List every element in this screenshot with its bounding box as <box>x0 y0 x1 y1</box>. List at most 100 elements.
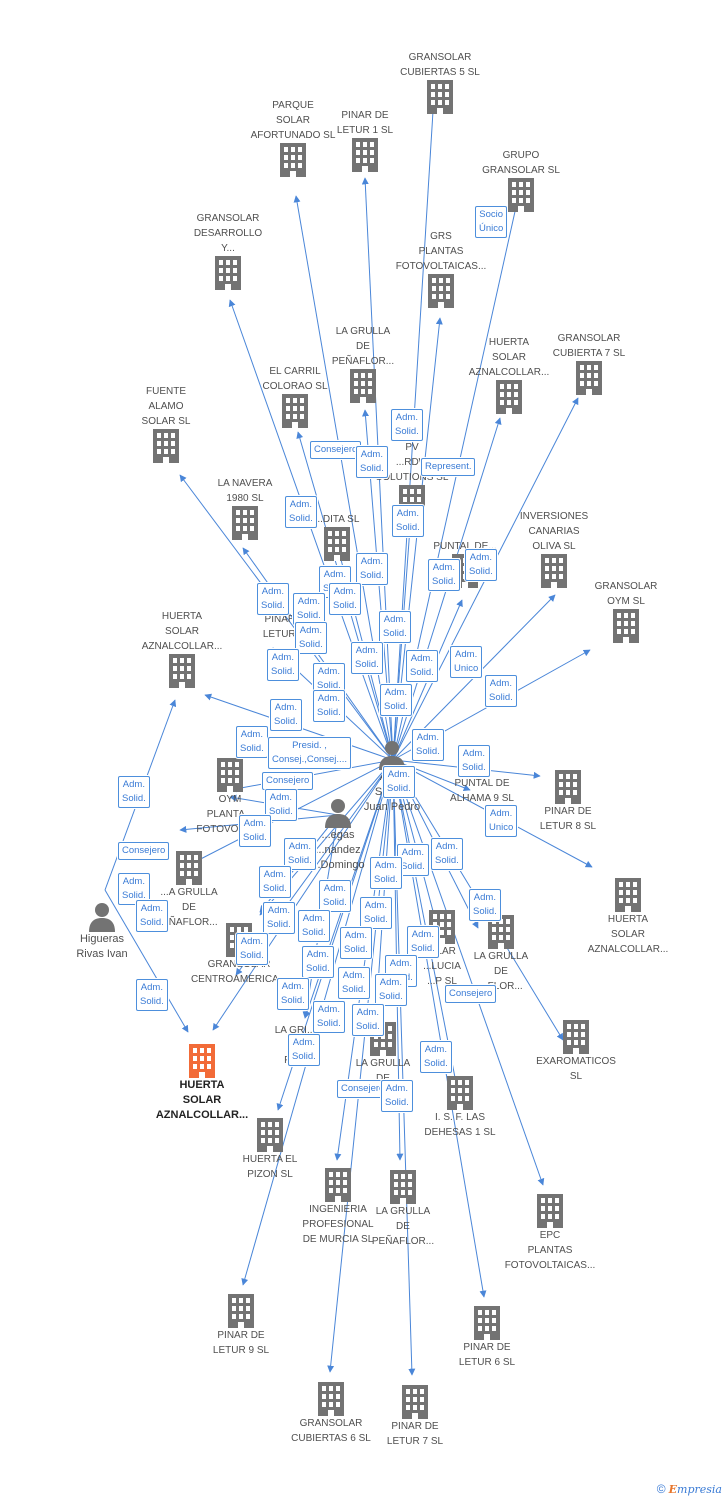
company-label: HUERTA EL PIZON SL <box>242 1154 298 1180</box>
relationship-edge <box>228 299 394 761</box>
main-company-node[interactable]: HUERTA SOLAR AZNALCOLLAR... <box>137 1044 267 1123</box>
company-label: LA GRULLA DE PEÑAFLOR... <box>331 326 395 367</box>
company-node[interactable]: ...A GRULLA DE ...ÑAFLOR... <box>124 851 254 930</box>
role-badge: Adm. Solid. <box>257 583 289 615</box>
company-label: I. S. F. LAS DEHESAS 1 SL <box>424 1112 496 1138</box>
role-badge: Adm. Solid. <box>293 593 325 625</box>
role-badge: Adm. Solid. <box>431 838 463 870</box>
company-label: INGENIERIA PROFESIONAL DE MURCIA SL <box>302 1204 374 1245</box>
copyright-symbol: © <box>656 1482 666 1496</box>
role-badge: Consejero <box>262 772 314 790</box>
role-badge: Adm. Solid. <box>370 857 402 889</box>
company-node[interactable]: PINAR DE LETUR 1 SL <box>300 108 430 172</box>
building-icon <box>324 527 350 561</box>
company-node[interactable]: PUNTAL DE ALHAMA 9 SL <box>417 776 547 806</box>
building-icon <box>169 654 195 688</box>
company-label: LA NAVERA 1980 SL <box>217 478 273 504</box>
building-icon <box>496 380 522 414</box>
brand-logo-e: E <box>668 1483 678 1496</box>
relationship-edge <box>392 759 471 791</box>
role-badge: Adm. Solid. <box>465 549 497 581</box>
person-label: ...egas ...nandez ...Domingo <box>311 829 365 871</box>
company-node[interactable]: LA NAVERA 1980 SL <box>180 476 310 540</box>
role-badge: Adm. Unico <box>450 646 483 678</box>
company-label: EL CARRIL COLORAO SL <box>262 366 328 392</box>
role-badge: Adm. Solid. <box>469 889 501 921</box>
company-label: OYM PLANTA... FOTOVOLTA... <box>196 794 264 835</box>
company-node[interactable]: PINAR DE LETUR 9 SL <box>176 1294 306 1358</box>
company-node[interactable]: LA GRULLA DE PEÑAFLOR... <box>338 1170 468 1249</box>
company-label: ...A GRULLA DE ...ÑAFLOR... <box>160 887 218 928</box>
role-badge: Adm. Solid. <box>298 910 330 942</box>
company-node[interactable]: HUERTA SOLAR AZNALCOLLAR... <box>563 878 693 957</box>
building-icon <box>474 1306 500 1340</box>
role-badge: Adm. Solid. <box>458 745 490 777</box>
company-label: GRANSOLAR CUBIERTAS 5 SL <box>400 52 480 78</box>
role-badge: Adm. Solid. <box>392 505 424 537</box>
person-node[interactable]: Higueras Rivas Ivan <box>52 902 152 962</box>
company-node[interactable]: PINAR DE LETUR 8 SL <box>503 770 633 834</box>
company-label: ...DITA SL <box>314 514 360 525</box>
building-icon <box>615 878 641 912</box>
brand-logo-text: mpresia <box>677 1483 722 1496</box>
building-icon <box>447 1076 473 1110</box>
building-icon <box>215 256 241 290</box>
company-label: EPC PLANTAS FOTOVOLTAICAS... <box>504 1230 596 1271</box>
company-node[interactable]: LA GRULLA DE PEÑAFLOR... <box>298 324 428 403</box>
role-badge: Adm. Solid. <box>259 866 291 898</box>
role-badge: Adm. Solid. <box>265 789 297 821</box>
person-icon <box>325 799 351 828</box>
company-node[interactable]: FUENTE ALAMO SOLAR SL <box>101 384 231 463</box>
company-node[interactable]: OYM PLANTA... FOTOVOLTA... <box>165 758 295 837</box>
role-badge: Adm. Solid. <box>379 611 411 643</box>
company-node[interactable]: I. S. F. LAS DEHESAS 1 SL <box>395 1076 525 1140</box>
role-badge: Adm. Solid. <box>406 650 438 682</box>
company-node[interactable]: GRANSOLAR DESARROLLO Y... <box>163 211 293 290</box>
company-node[interactable]: GRANSOLAR OYM SL <box>561 579 691 643</box>
main-company-label: HUERTA SOLAR AZNALCOLLAR... <box>155 1079 249 1121</box>
empresia-credit[interactable]: © Empresia <box>657 1482 722 1496</box>
role-badge: Consejero <box>445 985 497 1003</box>
building-icon <box>390 1170 416 1204</box>
building-icon <box>427 80 453 114</box>
role-badge: Adm. Solid. <box>360 897 392 929</box>
company-node[interactable]: EPC PLANTAS FOTOVOLTAICAS... <box>485 1194 615 1273</box>
company-label: INVERSIONES CANARIAS OLIVA SL <box>519 511 589 552</box>
company-node[interactable]: GRANSOLAR CUBIERTAS 6 SL <box>266 1382 396 1446</box>
role-badge: Adm. Solid. <box>340 927 372 959</box>
company-label: HUERTA SOLAR AZNALCOLLAR... <box>468 337 550 378</box>
role-badge: Adm. Solid. <box>285 496 317 528</box>
role-badge: Adm. Solid. <box>329 583 361 615</box>
company-node[interactable]: GRANSOLAR CUBIERTA 7 SL <box>524 331 654 395</box>
company-node[interactable]: HUERTA EL PIZON SL <box>205 1118 335 1182</box>
company-label: LA GRULLA DE PEÑAFLOR... <box>371 1206 435 1247</box>
company-node[interactable]: GRANSOLAR CUBIERTAS 5 SL <box>375 50 505 114</box>
role-badge: Adm. Solid. <box>270 699 302 731</box>
company-node[interactable]: PARQUE SOLAR AFORTUNADO SL <box>228 98 358 177</box>
building-icon <box>537 1194 563 1228</box>
role-badge: Adm. Solid. <box>428 559 460 591</box>
company-label: PINAR DE LETUR 1 SL <box>336 110 394 136</box>
role-badge: Adm. Solid. <box>352 1004 384 1036</box>
company-node[interactable]: INGENIERIA PROFESIONAL DE MURCIA SL <box>273 1168 403 1247</box>
role-badge: Adm. Solid. <box>319 880 351 912</box>
company-node[interactable]: HUERTA SOLAR AZNALCOLLAR... <box>444 335 574 414</box>
company-label: EXAROMATICOS SL <box>536 1056 616 1082</box>
company-node[interactable]: PINAR DE LETUR 7 SL <box>350 1385 480 1449</box>
role-badge: Adm. Solid. <box>351 642 383 674</box>
role-badge: Presid. , Consej.,Consej.... <box>268 737 351 769</box>
company-node[interactable]: EL CARRIL COLORAO SL <box>230 364 360 428</box>
company-node[interactable]: ...LAR ...LUCIA ...P SL <box>377 910 507 989</box>
company-label: GRUPO GRANSOLAR SL <box>482 150 560 176</box>
company-node[interactable]: GRS PLANTAS FOTOVOLTAICAS... <box>376 229 506 308</box>
role-badge: Adm. Solid. <box>302 946 334 978</box>
person-node[interactable]: ...egas ...nandez ...Domingo <box>288 798 388 873</box>
company-node[interactable]: INVERSIONES CANARIAS OLIVA SL <box>489 509 619 588</box>
company-node[interactable]: LA GRULLA DE ...FLOR... <box>436 915 566 994</box>
company-node[interactable]: HUERTA SOLAR AZNALCOLLAR... <box>117 609 247 688</box>
company-node[interactable]: ...DITA SL <box>272 512 402 561</box>
company-node[interactable]: EXAROMATICOS SL <box>511 1020 641 1084</box>
role-badge: Adm. Solid. <box>412 729 444 761</box>
company-node[interactable]: GRUPO GRANSOLAR SL <box>456 148 586 212</box>
company-node[interactable]: PINAR DE LETUR 6 SL <box>422 1306 552 1370</box>
